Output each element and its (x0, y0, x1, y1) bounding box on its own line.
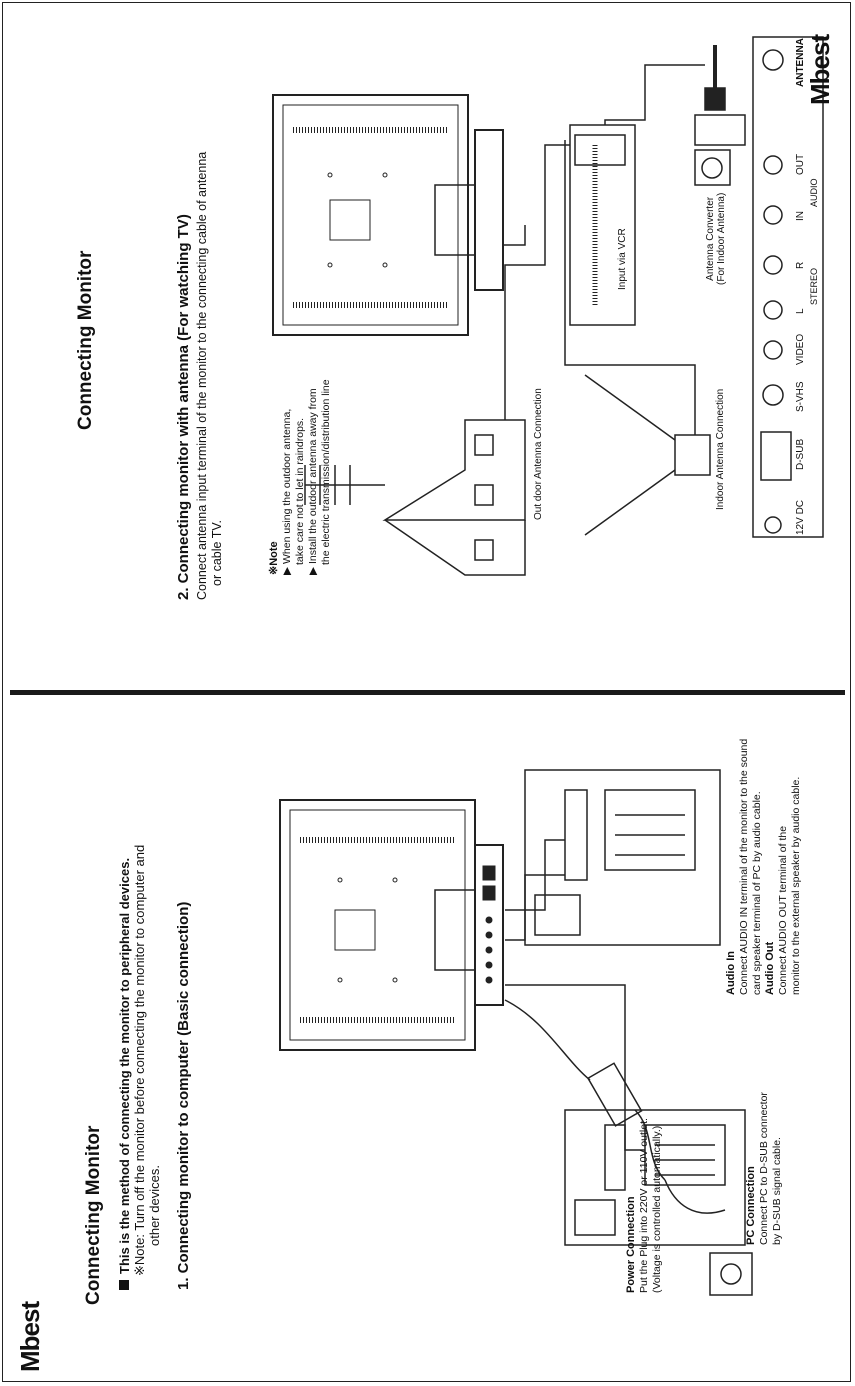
vcr-illustration (569, 124, 636, 326)
page-divider (10, 690, 845, 695)
monitor-back-illustration-2 (272, 94, 504, 336)
signal-cables (505, 839, 645, 1151)
power-connection-text: Power Connection Put the Plug into 220V … (625, 1118, 663, 1293)
port-label-stereo: STEREO (809, 267, 819, 305)
antenna-converter-label: Antenna Converter (For Indoor Antenna) (705, 192, 727, 285)
brand-logo-2: Mbest (805, 34, 835, 105)
port-label-in: IN (795, 211, 806, 221)
pc-tower-illustration (564, 1109, 746, 1246)
power-adapter-illustration (504, 999, 753, 1296)
house-antenna-illustration (304, 419, 526, 576)
audio-connection-text: Audio In Connect AUDIO IN terminal of th… (725, 738, 802, 995)
outdoor-antenna-label: Out door Antenna Connection (533, 388, 544, 520)
antenna-converter-illustration (694, 45, 746, 186)
port-label-dsub: D-SUB (795, 438, 806, 470)
pc-connection-text: PC Connection Connect PC to D-SUB connec… (745, 1092, 783, 1245)
basic-connection-diagram (279, 769, 753, 1296)
indoor-antenna-illustration (584, 374, 711, 536)
port-label-dc: 12V DC (795, 499, 806, 535)
pc-tower-illustration-2 (524, 769, 721, 946)
vcr-label: Input via VCR (617, 228, 628, 290)
page-basic-connection: Mbest Connecting Monitor This is the met… (5, 710, 850, 1380)
antenna-connection-diagram (272, 36, 824, 576)
monitor-back-illustration (279, 799, 504, 1051)
port-label-video: VIDEO (795, 333, 806, 365)
port-panel (752, 36, 824, 538)
page-antenna-connection: Connecting Monitor 2. Connecting monitor… (5, 15, 850, 685)
port-label-r: R (795, 261, 806, 269)
port-label-svhs: S-VHS (795, 381, 806, 412)
antenna-cables (503, 64, 705, 435)
port-label-out: OUT (795, 153, 806, 175)
indoor-antenna-label: Indoor Antenna Connection (715, 388, 726, 510)
port-label-l: L (795, 308, 806, 314)
port-label-audio: AUDIO (809, 178, 819, 207)
